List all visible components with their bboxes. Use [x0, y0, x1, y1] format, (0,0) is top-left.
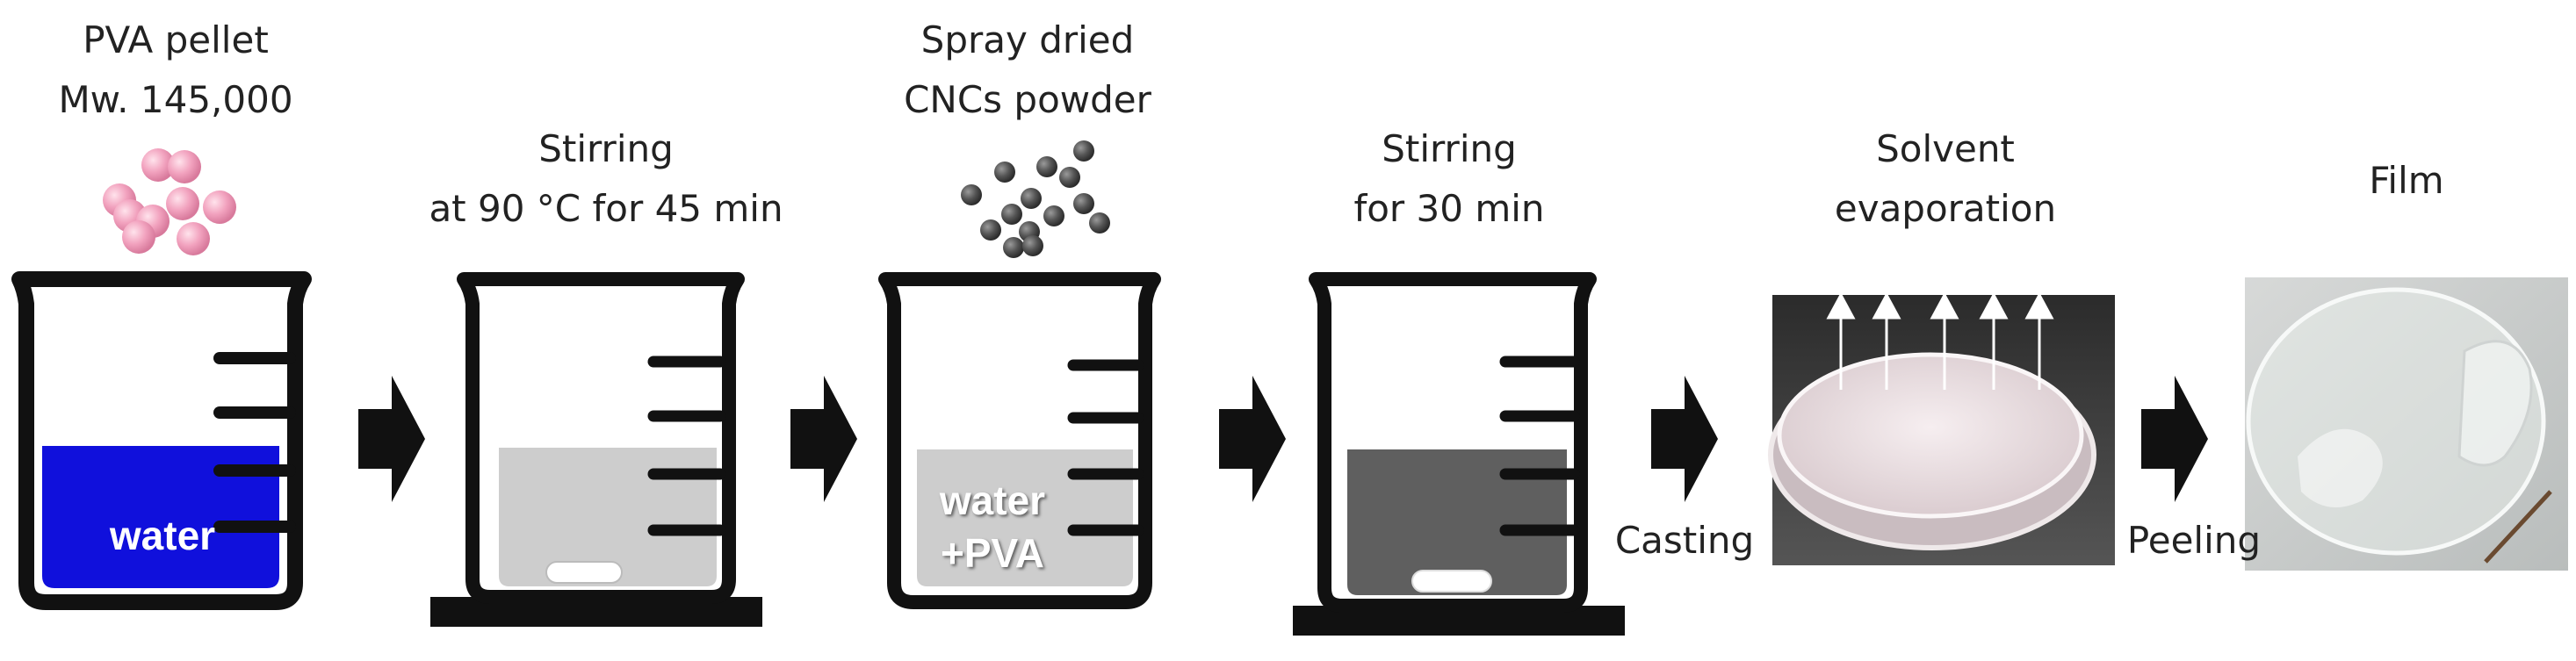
stir2-line1: Stirring — [1382, 127, 1517, 170]
beaker-water-pva — [878, 272, 1161, 609]
stir2-line2: for 30 min — [1353, 187, 1545, 230]
label-casting: Casting — [1597, 511, 1772, 571]
water-pva-line1: water — [939, 478, 1046, 523]
graduation-marks — [1067, 359, 1144, 536]
film-label: Film — [2369, 159, 2444, 202]
label-stirring-1: Stirring at 90 °C for 45 min — [413, 119, 799, 239]
evap-line1: Solvent — [1876, 127, 2015, 170]
cnc-line2: CNCs powder — [904, 78, 1151, 121]
water-liquid — [42, 446, 279, 588]
arrow-casting — [1651, 376, 1718, 502]
water-pva-line2: +PVA — [940, 530, 1045, 576]
evaporation-arrows — [1826, 291, 2054, 390]
petri-dish-solution — [1777, 352, 2084, 519]
arrow-2 — [790, 376, 857, 502]
pva-solution — [499, 448, 717, 586]
beaker-outline — [11, 271, 312, 610]
cnc-solution — [1347, 449, 1567, 595]
water-label: water — [61, 509, 263, 562]
cnc-line1: Spray dried — [920, 18, 1135, 61]
cnc-particles — [961, 140, 1110, 258]
beaker-stirring-cnc — [1293, 272, 1625, 636]
graduation-marks — [647, 356, 726, 536]
pva-line2: Mw. 145,000 — [58, 78, 293, 121]
casting-label: Casting — [1614, 519, 1755, 562]
film-reflection — [2298, 428, 2383, 507]
label-film: Film — [2292, 151, 2521, 211]
beaker-outline — [878, 272, 1161, 609]
evaporation-photo — [1768, 291, 2115, 565]
film-peeled-edge — [2457, 340, 2533, 467]
label-solvent-evaporation: Solvent evaporation — [1783, 119, 2108, 239]
pva-solution — [917, 449, 1133, 586]
evap-line2: evaporation — [1834, 187, 2057, 230]
pva-line1: PVA pellet — [83, 18, 269, 61]
label-pva-pellet: PVA pellet Mw. 145,000 — [18, 11, 334, 130]
water-pva-label: water +PVA — [913, 474, 1072, 579]
arrow-3 — [1219, 376, 1286, 502]
peeling-label: Peeling — [2126, 519, 2262, 562]
water-text: water — [109, 513, 216, 558]
film-photo — [2245, 277, 2568, 571]
label-stirring-2: Stirring for 30 min — [1300, 119, 1598, 239]
beaker-outline — [457, 272, 745, 604]
label-peeling: Peeling — [2115, 511, 2273, 571]
tweezers — [2484, 490, 2552, 564]
arrow-peeling — [2141, 376, 2208, 502]
stir1-line2: at 90 °C for 45 min — [429, 187, 783, 230]
pva-pellets — [103, 148, 236, 255]
graduation-marks — [1499, 356, 1580, 536]
beaker-stirring-pva — [430, 272, 762, 627]
stir1-line1: Stirring — [538, 127, 674, 170]
label-cnc-powder: Spray dried CNCs powder — [861, 11, 1194, 130]
beaker-water — [11, 271, 312, 610]
beaker-outline — [1309, 272, 1597, 613]
graduation-marks — [213, 352, 296, 533]
stir-bar — [1411, 570, 1492, 593]
stir-bar — [545, 561, 623, 584]
arrow-1 — [358, 376, 425, 502]
